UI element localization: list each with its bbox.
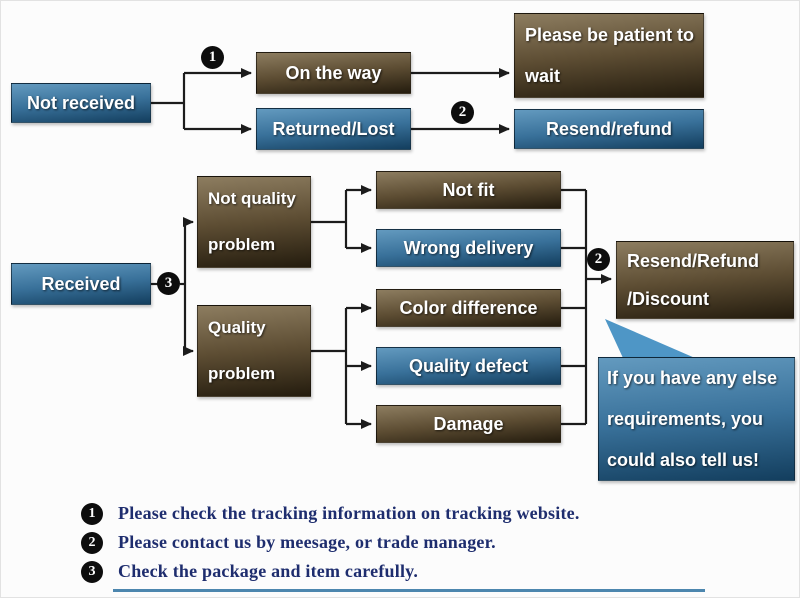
- legend: 1 Please check the tracking information …: [81, 502, 580, 589]
- legend-text-1: Please check the tracking information on…: [118, 503, 580, 523]
- node-on-the-way: On the way: [256, 52, 411, 94]
- node-received: Received: [11, 263, 151, 305]
- step-marker-3: 3: [157, 272, 180, 295]
- node-not-fit: Not fit: [376, 171, 561, 209]
- legend-row: 2 Please contact us by meesage, or trade…: [81, 531, 580, 554]
- legend-row: 3 Check the package and item carefully.: [81, 560, 580, 583]
- speech-bubble: If you have any else requirements, you c…: [598, 357, 795, 481]
- legend-text-3: Check the package and item carefully.: [118, 561, 419, 581]
- node-resend-refund-discount: Resend/Refund /Discount: [616, 241, 794, 319]
- step-marker-2-top: 2: [451, 101, 474, 124]
- node-be-patient: Please be patient to wait: [514, 13, 704, 98]
- legend-number-2-icon: 2: [81, 531, 103, 554]
- node-quality-problem: Quality problem: [197, 305, 311, 397]
- bottom-divider: [113, 589, 705, 592]
- node-returned-lost: Returned/Lost: [256, 108, 411, 150]
- node-not-received: Not received: [11, 83, 151, 123]
- legend-number-3-icon: 3: [81, 560, 103, 583]
- node-color-difference: Color difference: [376, 289, 561, 327]
- legend-number-1-icon: 1: [81, 502, 103, 525]
- step-marker-1: 1: [201, 46, 224, 69]
- node-resend-refund: Resend/refund: [514, 109, 704, 149]
- legend-text-2: Please contact us by meesage, or trade m…: [118, 532, 496, 552]
- legend-row: 1 Please check the tracking information …: [81, 502, 580, 525]
- speech-bubble-tail: [605, 319, 695, 358]
- node-wrong-delivery: Wrong delivery: [376, 229, 561, 267]
- node-damage: Damage: [376, 405, 561, 443]
- step-marker-2-right: 2: [587, 248, 610, 271]
- node-not-quality-problem: Not quality problem: [197, 176, 311, 268]
- node-quality-defect: Quality defect: [376, 347, 561, 385]
